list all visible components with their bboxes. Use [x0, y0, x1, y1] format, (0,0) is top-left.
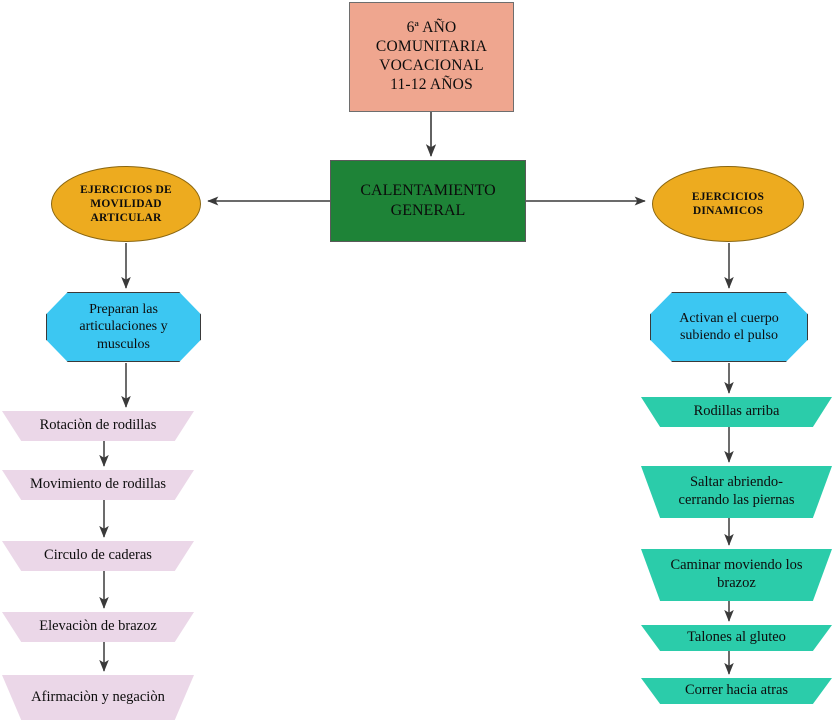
right-item-4-label: Talones al gluteo — [687, 629, 786, 646]
node-left-item-4[interactable]: Elevaciòn de brazoz — [2, 612, 194, 642]
node-calentamiento-general[interactable]: CALENTAMIENTO GENERAL — [330, 160, 526, 242]
left-item-2-label: Movimiento de rodillas — [29, 476, 167, 493]
grade-header-line-4: 11-12 AÑOS — [390, 75, 473, 93]
node-left-item-3[interactable]: Circulo de caderas — [2, 541, 194, 571]
right-item-5-label: Correr hacia atras — [684, 682, 789, 699]
node-right-item-5[interactable]: Correr hacia atras — [641, 678, 832, 704]
node-right-item-3[interactable]: Caminar moviendo los brazoz — [641, 549, 832, 601]
node-right-item-2[interactable]: Saltar abriendo- cerrando las piernas — [641, 466, 832, 518]
grade-header-line-2: COMUNITARIA — [375, 38, 488, 56]
right-head-line-2: DINAMICOS — [692, 205, 764, 217]
left-item-3-label: Circulo de caderas — [44, 547, 152, 564]
left-desc-line-1: Preparan las — [89, 302, 158, 318]
node-left-item-1[interactable]: Rotaciòn de rodillas — [2, 411, 194, 441]
left-head-line-1: EJERCICIOS DE — [80, 183, 172, 196]
node-ejercicios-dinamicos[interactable]: EJERCICIOS DINAMICOS — [652, 166, 804, 242]
right-item-2-line-2: cerrando las piernas — [678, 492, 795, 508]
node-left-item-2[interactable]: Movimiento de rodillas — [2, 470, 194, 500]
left-desc-line-3: musculos — [97, 336, 150, 352]
node-right-item-4[interactable]: Talones al gluteo — [641, 625, 832, 651]
right-item-3-line-1: Caminar moviendo los — [670, 557, 803, 574]
node-activan-el-cuerpo[interactable]: Activan el cuerpo subiendo el pulso — [650, 292, 808, 362]
node-right-item-1[interactable]: Rodillas arriba — [641, 397, 832, 427]
node-ejercicios-movilidad-articular[interactable]: EJERCICIOS DE MOVILIDAD ARTICULAR — [51, 166, 201, 242]
left-head-line-2: MOVILIDAD — [90, 197, 162, 210]
node-preparan-articulaciones[interactable]: Preparan las articulaciones y musculos — [46, 292, 201, 362]
calentamiento-line-2: GENERAL — [390, 202, 466, 219]
grade-header-line-1: 6ª AÑO — [406, 19, 457, 37]
right-item-1-label: Rodillas arriba — [693, 403, 780, 420]
right-item-2-line-1: Saltar abriendo- — [689, 474, 783, 491]
left-item-1-label: Rotaciòn de rodillas — [39, 417, 157, 434]
left-head-line-3: ARTICULAR — [90, 212, 162, 224]
node-grade-header[interactable]: 6ª AÑO COMUNITARIA VOCACIONAL 11-12 AÑOS — [349, 2, 514, 112]
right-desc-line-1: Activan el cuerpo — [679, 310, 779, 326]
grade-header-line-3: VOCACIONAL — [379, 57, 484, 74]
right-desc-line-2: subiendo el pulso — [679, 328, 778, 343]
left-desc-line-2: articulaciones y — [79, 319, 168, 335]
right-head-line-1: EJERCICIOS — [691, 190, 765, 203]
right-item-3-line-2: brazoz — [717, 575, 756, 591]
left-item-5-label: Afirmaciòn y negaciòn — [31, 688, 165, 705]
node-left-item-5[interactable]: Afirmaciòn y negaciòn — [2, 675, 194, 720]
left-item-4-label: Elevaciòn de brazoz — [39, 618, 157, 635]
calentamiento-line-1: CALENTAMIENTO — [360, 182, 496, 200]
